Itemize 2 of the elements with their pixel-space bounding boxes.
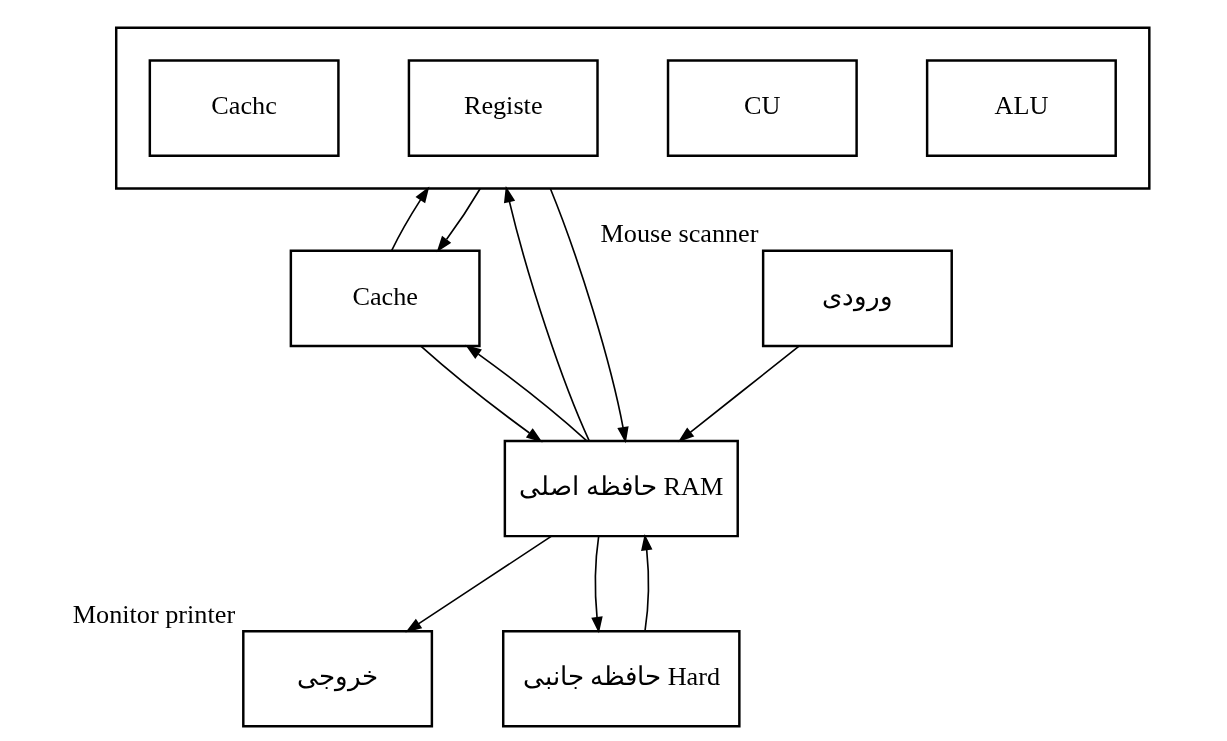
node-label: Mouse scanner xyxy=(600,219,759,249)
node-label: Monitor printer xyxy=(72,599,236,629)
